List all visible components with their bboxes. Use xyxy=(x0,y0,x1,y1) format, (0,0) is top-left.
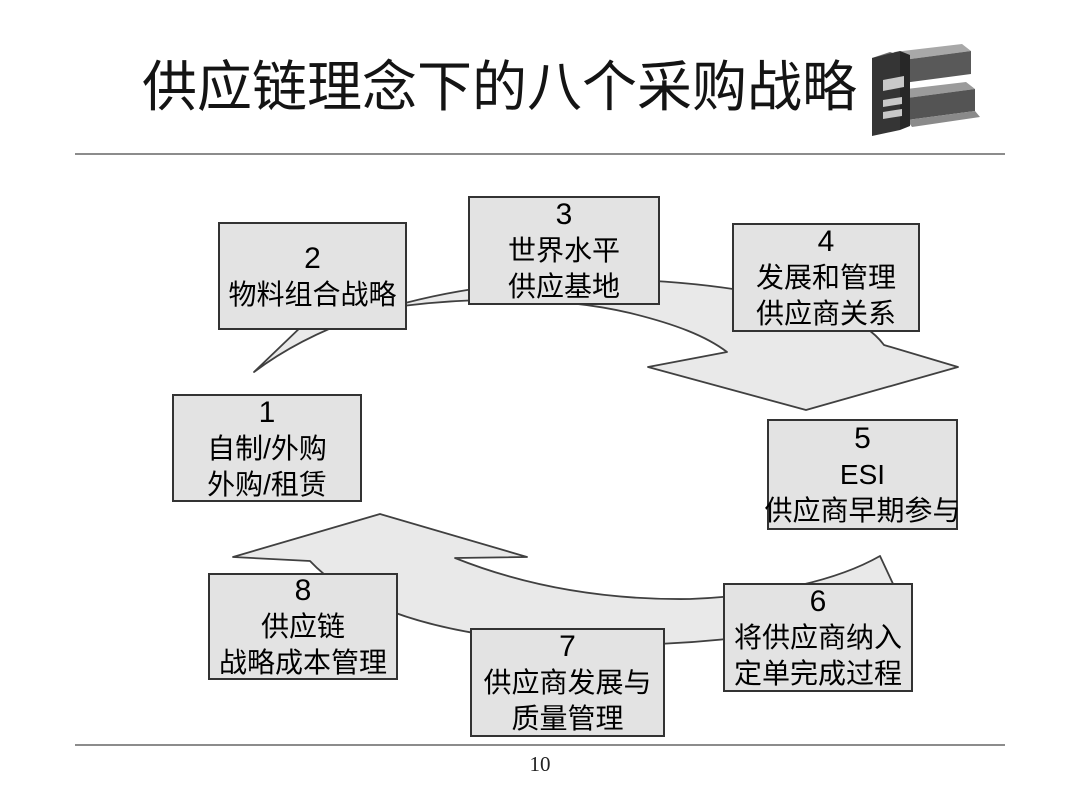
strategy-8-number: 8 xyxy=(294,574,312,607)
strategy-2-label-line1: 物料组合战略 xyxy=(228,278,397,310)
strategy-box-2: 2 物料组合战略 xyxy=(218,222,407,330)
strategy-2-number: 2 xyxy=(304,241,321,275)
strategy-6-label-line1: 将供应商纳入 xyxy=(733,622,902,653)
strategy-box-5: 5 ESI 供应商早期参与 xyxy=(764,419,961,530)
title-divider-line xyxy=(75,153,1005,155)
strategy-1-label-line2: 外购/租赁 xyxy=(207,468,327,500)
strategy-5-label-line2: 供应商早期参与 xyxy=(764,495,961,526)
strategy-1-number: 1 xyxy=(258,395,276,429)
company-logo-icon xyxy=(872,44,980,136)
strategy-5-label-line1: ESI xyxy=(839,459,886,490)
strategy-4-label-line2: 供应商关系 xyxy=(755,298,896,329)
strategy-box-8: 8 供应链 战略成本管理 xyxy=(208,573,398,680)
footer-divider-line xyxy=(75,744,1005,746)
strategy-7-label-line2: 质量管理 xyxy=(511,703,624,734)
strategy-7-number: 7 xyxy=(559,630,576,663)
strategy-1-label-line1: 自制/外购 xyxy=(207,432,327,464)
strategy-8-label-line1: 供应链 xyxy=(260,611,345,642)
strategy-box-7: 7 供应商发展与 质量管理 xyxy=(470,628,665,737)
strategy-3-number: 3 xyxy=(555,198,573,231)
strategy-box-3: 3 世界水平 供应基地 xyxy=(468,196,660,305)
strategy-3-label-line1: 世界水平 xyxy=(507,235,620,266)
strategy-6-number: 6 xyxy=(809,585,827,618)
strategy-8-label-line2: 战略成本管理 xyxy=(218,647,387,678)
strategy-box-4: 4 发展和管理 供应商关系 xyxy=(732,223,920,332)
strategy-3-label-line2: 供应基地 xyxy=(507,271,620,302)
strategy-4-label-line1: 发展和管理 xyxy=(755,262,896,293)
strategy-5-number: 5 xyxy=(854,422,871,455)
slide-title: 供应链理念下的八个采购战略 xyxy=(142,57,858,118)
strategy-6-label-line2: 定单完成过程 xyxy=(733,658,902,689)
strategy-7-label-line1: 供应商发展与 xyxy=(483,667,652,698)
strategy-box-1: 1 自制/外购 外购/租赁 xyxy=(172,394,362,502)
strategy-box-6: 6 将供应商纳入 定单完成过程 xyxy=(723,583,913,692)
page-number: 10 xyxy=(529,752,551,776)
strategy-4-number: 4 xyxy=(817,225,835,258)
